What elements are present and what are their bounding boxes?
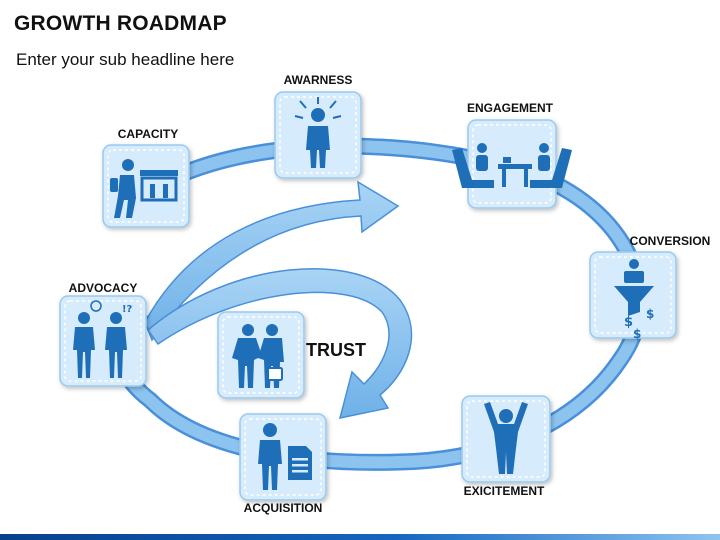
person-with-document-icon [258, 423, 312, 490]
stage-label-acquisition: ACQUISITION [244, 501, 323, 515]
stage-label-conversion: CONVERSION [630, 234, 711, 248]
svg-text:$: $ [633, 327, 641, 341]
svg-text:$: $ [646, 307, 654, 321]
svg-text:$: $ [624, 315, 633, 330]
center-label-trust: TRUST [306, 340, 366, 360]
page-subtitle: Enter your sub headline here [16, 50, 235, 69]
person-walking-to-building-icon [110, 159, 178, 218]
person-arms-raised-icon [484, 402, 528, 474]
person-radiating-arrows-icon [294, 97, 342, 168]
footer-bar [0, 534, 720, 540]
growth-loop-ring [110, 137, 649, 471]
advocacy-to-trust-arrow [146, 268, 413, 419]
svg-text:!?: !? [122, 304, 133, 315]
stage-label-excitement: EXICITEMENT [464, 484, 545, 498]
person-laptop-funnel-dollar-icon: $ $ $ [614, 259, 654, 341]
stage-tile-advocacy[interactable] [59, 295, 147, 387]
stage-tile-acquisition[interactable] [239, 413, 327, 501]
handshake-icon [232, 324, 284, 388]
page-title: GROWTH ROADMAP [14, 12, 227, 35]
two-people-talking-icon: !? [73, 300, 133, 378]
people-meeting-at-table-icon [452, 143, 572, 188]
stage-label-advocacy: ADVOCACY [69, 281, 138, 295]
advocacy-to-awareness-arrow [144, 180, 400, 342]
stage-label-awarness: AWARNESS [284, 73, 353, 87]
stage-label-capacity: CAPACITY [118, 127, 178, 141]
stage-label-engagement: ENGAGEMENT [467, 101, 554, 115]
